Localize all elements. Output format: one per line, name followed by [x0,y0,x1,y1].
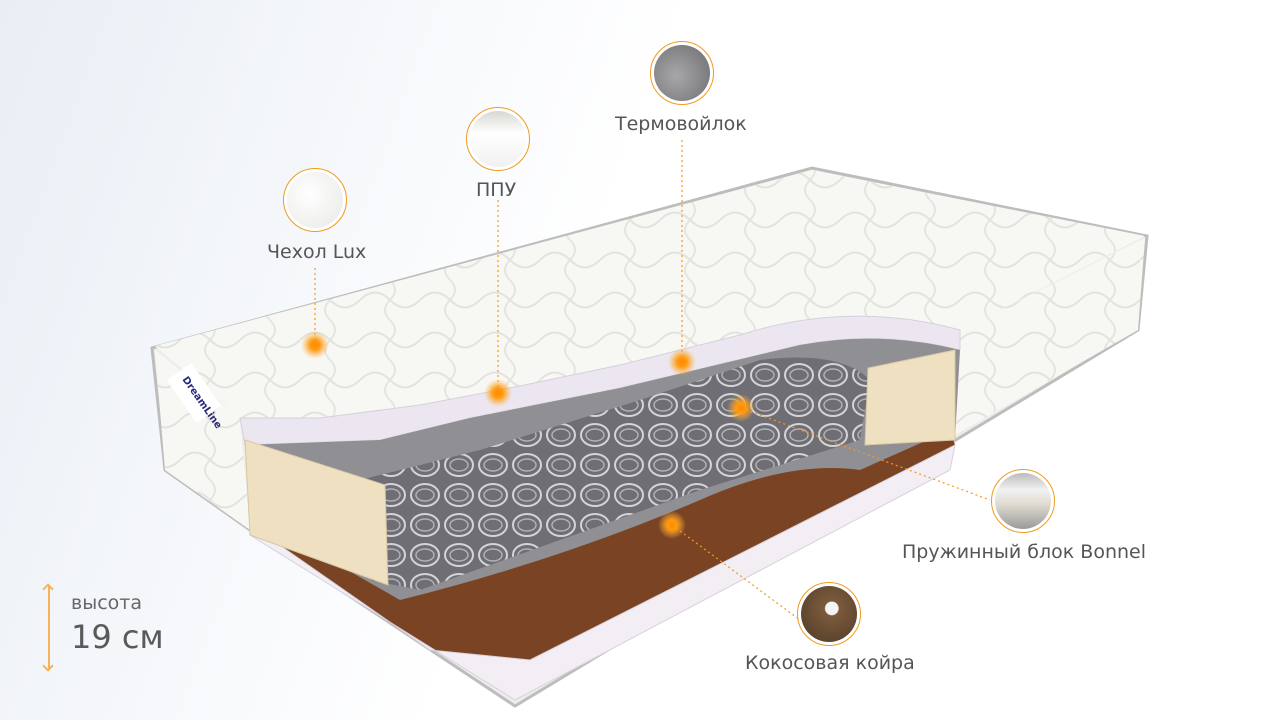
thumb-felt [650,41,714,105]
leader-coconut [671,524,801,621]
label-felt: Термовойлок [615,113,747,135]
thumb-springs [991,469,1055,533]
marker-dot-felt [668,348,696,376]
bottom-foam-layer [249,444,956,701]
thumb-cover [283,168,347,232]
marker-dot-springs [727,394,755,422]
marker-dot-cover [301,331,329,359]
marker-dots [301,331,755,539]
cover-side-right [955,238,1145,435]
height-value: 19 см [71,618,164,656]
thumb-coconut [797,582,861,646]
coconut-layer [258,430,955,660]
side-block-left [244,439,389,586]
cover-top [155,170,1145,420]
label-foam: ППУ [476,179,517,201]
label-springs: Пружинный блок Bonnel [902,541,1147,563]
marker-dot-coconut [658,511,686,539]
thumb-foam [466,107,530,171]
height-arrow-icon [48,585,50,670]
marker-dot-foam [484,379,512,407]
leader-springs [740,407,991,501]
side-block-right [864,349,956,446]
height-caption: высота [71,592,142,614]
leader-lines [314,140,991,621]
label-cover: Чехол Lux [267,241,367,263]
label-coconut: Кокосовая койра [745,652,915,674]
